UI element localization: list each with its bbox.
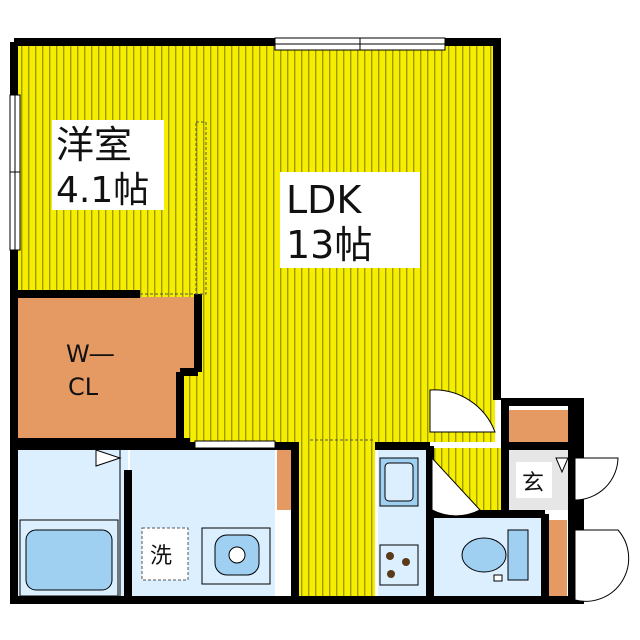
washroom-label: 洗 [150,544,172,569]
ldk-label-bg [280,172,420,268]
left-window [9,94,21,251]
washing-machine-space [141,527,189,581]
entrance-label-bg [516,462,552,498]
western-room-name: 洋室 [56,123,132,167]
walls [10,38,584,604]
western-room-label-bg [52,120,164,210]
bathtub [19,519,119,597]
hall-floor [295,440,375,600]
ldk-name: LDK [286,178,362,222]
wash-storage [277,450,293,510]
entrance-label: 玄 [522,471,544,496]
toilet [461,529,529,582]
walk-in-closet [16,297,196,440]
wcl-label-line1: W― [66,340,114,368]
dashed-lines [140,121,375,441]
wash-basin [201,527,271,585]
sliding-door [194,440,276,449]
stove [379,544,419,586]
top-window [274,37,446,51]
entrance-step [505,410,572,446]
western-room-size: 4.1帖 [56,170,149,211]
ldk-size: 13帖 [286,223,372,267]
wcl-label-line2: CL [68,373,99,401]
kitchen-sink [379,457,419,507]
doors [95,389,630,602]
shoe-storage [545,520,567,598]
